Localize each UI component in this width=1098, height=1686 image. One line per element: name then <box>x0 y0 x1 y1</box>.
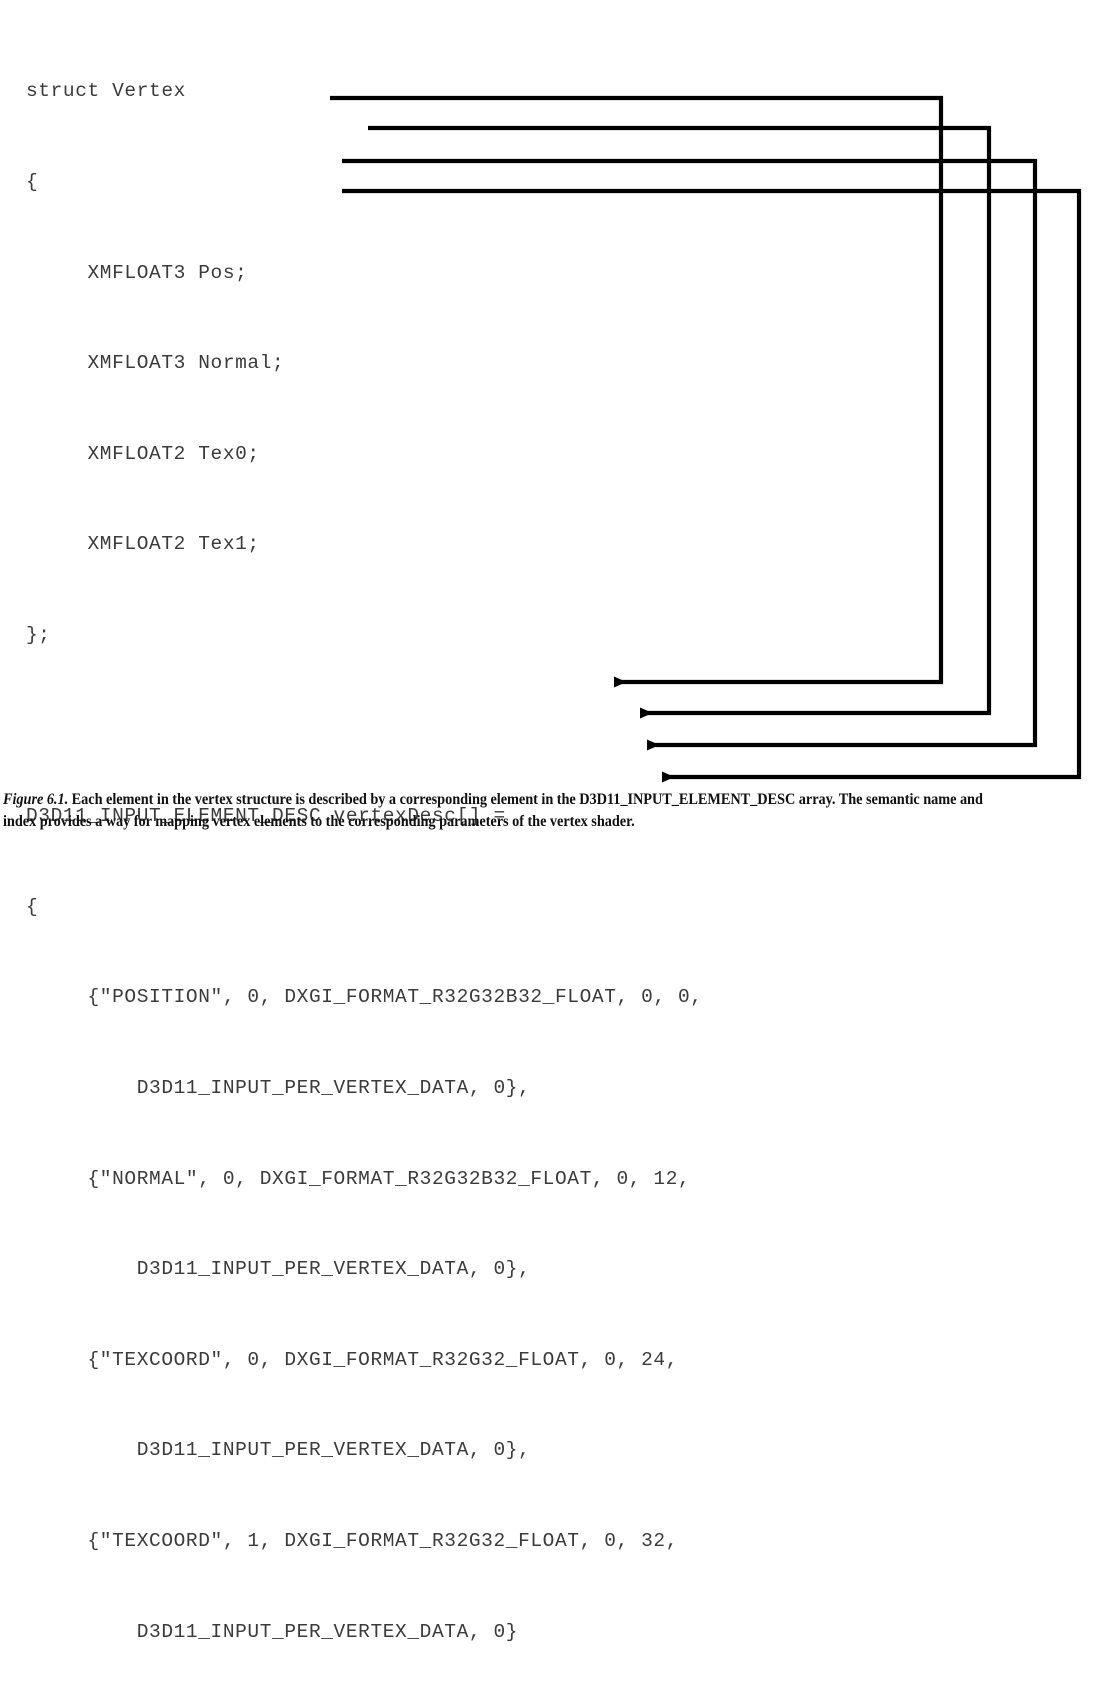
code-line-desc-texcoord0: {"TEXCOORD", 0, DXGI_FORMAT_R32G32_FLOAT… <box>26 1348 679 1371</box>
code-line-field-normal: XMFLOAT3 Normal; <box>26 352 285 375</box>
code-line-desc-texcoord0-cont: D3D11_INPUT_PER_VERTEX_DATA, 0}, <box>26 1439 531 1462</box>
code-line-blank <box>26 711 726 741</box>
code-line-desc-texcoord1-cont: D3D11_INPUT_PER_VERTEX_DATA, 0} <box>26 1620 519 1643</box>
figure-6-1: struct Vertex { XMFLOAT3 Pos; XMFLOAT3 N… <box>3 80 1082 1643</box>
code-line-field-tex1: XMFLOAT2 Tex1; <box>26 533 260 556</box>
code-line-desc-position: {"POSITION", 0, DXGI_FORMAT_R32G32B32_FL… <box>26 986 703 1009</box>
code-line-desc-normal: {"NORMAL", 0, DXGI_FORMAT_R32G32B32_FLOA… <box>26 1167 691 1190</box>
figure-caption-text: Each element in the vertex structure is … <box>3 791 983 830</box>
code-line-field-pos: XMFLOAT3 Pos; <box>26 261 248 284</box>
figure-number: Figure 6.1. <box>3 791 69 808</box>
code-line: { <box>26 895 39 918</box>
figure-caption: Figure 6.1. Each element in the vertex s… <box>3 789 1019 832</box>
code-line: struct Vertex <box>26 80 186 103</box>
code-line-desc-position-cont: D3D11_INPUT_PER_VERTEX_DATA, 0}, <box>26 1076 531 1099</box>
code-line: { <box>26 171 39 193</box>
code-line: }; <box>26 623 51 646</box>
code-line-field-tex0: XMFLOAT2 Tex0; <box>26 442 260 465</box>
code-line-desc-texcoord1: {"TEXCOORD", 1, DXGI_FORMAT_R32G32_FLOAT… <box>26 1529 679 1552</box>
code-listing: struct Vertex { XMFLOAT3 Pos; XMFLOAT3 N… <box>26 16 726 1686</box>
code-line-vertexdesc-decl: D3D11_INPUT_ELEMENT_DESC vertexDesc[] = <box>26 805 506 828</box>
code-line-desc-normal-cont: D3D11_INPUT_PER_VERTEX_DATA, 0}, <box>26 1258 531 1281</box>
